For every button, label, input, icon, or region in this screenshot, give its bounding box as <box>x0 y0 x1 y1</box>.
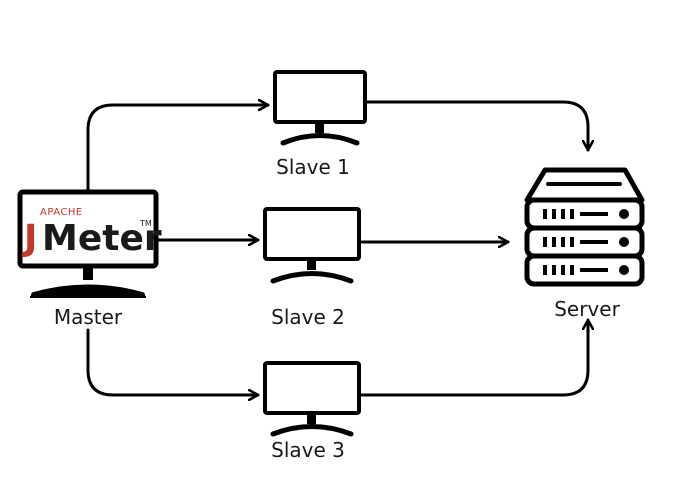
slave2-label: Slave 2 <box>271 305 345 329</box>
arrow-slave1-to-server <box>365 100 588 152</box>
slave2-node: Slave 2 <box>263 207 361 329</box>
monitor-icon <box>273 70 367 146</box>
arrow-master-to-slave3 <box>86 328 260 395</box>
monitor-icon <box>263 361 361 437</box>
server-rack-icon <box>524 167 645 287</box>
slave3-label: Slave 3 <box>271 438 345 462</box>
arrow-master-to-slave1 <box>86 105 270 194</box>
monitor-icon <box>263 207 361 284</box>
slave1-label: Slave 1 <box>276 155 350 179</box>
svg-text:APACHE: APACHE <box>40 207 83 218</box>
master-label: Master <box>54 305 123 329</box>
connectors <box>86 100 588 397</box>
arrow-slave3-to-server <box>360 318 588 397</box>
server-label: Server <box>554 297 620 321</box>
monitor-icon <box>17 189 159 298</box>
server-indicators <box>543 209 629 275</box>
slave1-node: Slave 1 <box>273 70 367 179</box>
master-node: APACHE J Meter TM Master <box>17 189 162 329</box>
slave3-node: Slave 3 <box>263 361 361 462</box>
svg-text:Meter: Meter <box>42 218 162 259</box>
server-node: Server <box>524 167 645 321</box>
svg-text:J: J <box>21 218 37 259</box>
jmeter-logo: APACHE J Meter TM <box>21 207 162 259</box>
svg-text:TM: TM <box>139 219 152 228</box>
